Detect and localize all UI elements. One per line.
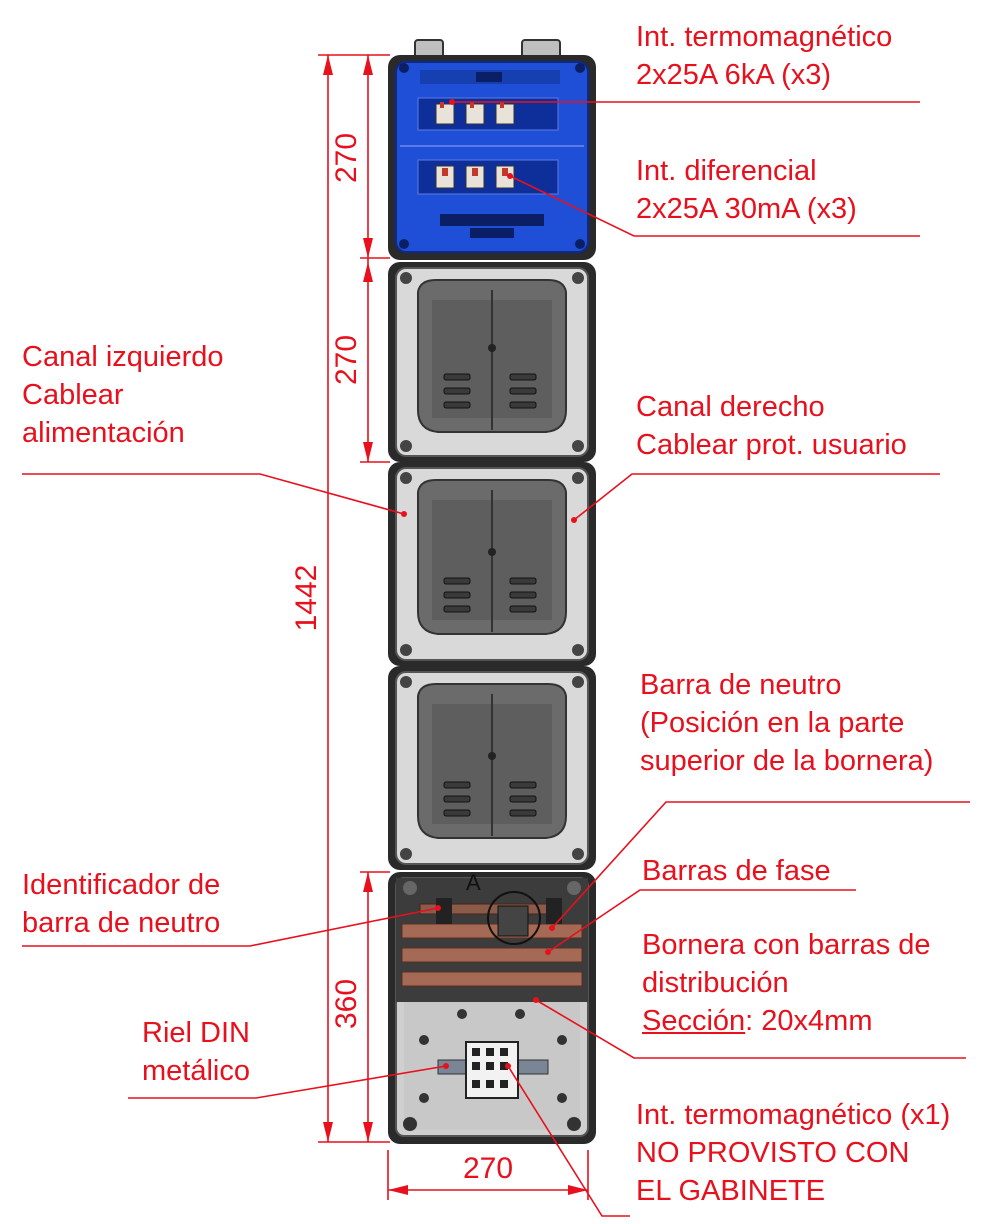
label-diferencial: Int. diferencial 2x25A 30mA (x3) (636, 152, 857, 228)
dim-width: 270 (463, 1152, 513, 1185)
enclosure (388, 39, 596, 1144)
dim-second-module: 270 (330, 335, 363, 385)
protection-module (388, 55, 596, 260)
label-barras-fase: Barras de fase (642, 852, 831, 890)
label-line: NO PROVISTO CON (636, 1137, 910, 1169)
dimension-lines (318, 54, 589, 1200)
label-section-value: : 20x4mm (745, 1005, 873, 1037)
label-line: distribución (642, 967, 789, 999)
label-section-line: Sección: 20x4mm (642, 1002, 931, 1040)
label-line: Bornera con barras de (642, 929, 931, 961)
label-line: 2x25A 6kA (x3) (636, 59, 832, 91)
label-line: Int. termomagnético (x1) (636, 1099, 951, 1131)
label-line: Int. diferencial (636, 155, 817, 187)
socket-module-2 (388, 462, 596, 666)
label-line: Identificador de (22, 869, 221, 901)
leader-dots (401, 99, 577, 1069)
label-line: 2x25A 30mA (x3) (636, 193, 857, 225)
label-line: Canal izquierdo (22, 341, 224, 373)
label-riel-din: Riel DIN metálico (100, 1014, 250, 1090)
label-termomagnetico-x1: Int. termomagnético (x1) NO PROVISTO CON… (636, 1096, 950, 1210)
phase-bars (401, 923, 583, 987)
socket-module-3 (388, 666, 596, 870)
dim-total-height: 1442 (290, 565, 323, 632)
label-line: Cablear prot. usuario (636, 429, 907, 461)
dim-top-module: 270 (330, 133, 363, 183)
detail-a-circle (487, 891, 541, 945)
label-bornera: Bornera con barras de distribución Secci… (642, 926, 931, 1040)
label-canal-derecho: Canal derecho Cablear prot. usuario (636, 388, 907, 464)
label-line: Cablear (22, 379, 124, 411)
detail-marker: A (466, 870, 481, 895)
label-line: metálico (142, 1055, 250, 1087)
label-section-title: Sección (642, 1005, 746, 1037)
dimension-arrows (323, 55, 588, 1195)
label-line: Riel DIN (142, 1017, 250, 1049)
leader-lines (22, 101, 970, 1217)
label-barra-neutro: Barra de neutro (Posición en la parte su… (640, 666, 933, 780)
label-line: Canal derecho (636, 391, 825, 423)
label-line: Barras de fase (642, 855, 831, 887)
dim-bottom-module: 360 (330, 979, 363, 1029)
label-termomagnetico-x3: Int. termomagnético 2x25A 6kA (x3) (636, 18, 892, 94)
label-line: alimentación (22, 417, 185, 449)
socket-module-1 (388, 262, 596, 462)
label-line: Int. termomagnético (636, 21, 893, 53)
label-line: (Posición en la parte (640, 707, 905, 739)
label-line: Barra de neutro (640, 669, 842, 701)
label-line: EL GABINETE (636, 1175, 826, 1207)
label-line: superior de la bornera) (640, 745, 934, 777)
label-identificador: Identificador de barra de neutro (22, 866, 220, 942)
bornera-module (388, 872, 596, 1144)
label-canal-izquierdo: Canal izquierdo Cablear alimentación (22, 338, 224, 452)
label-line: barra de neutro (22, 907, 221, 939)
